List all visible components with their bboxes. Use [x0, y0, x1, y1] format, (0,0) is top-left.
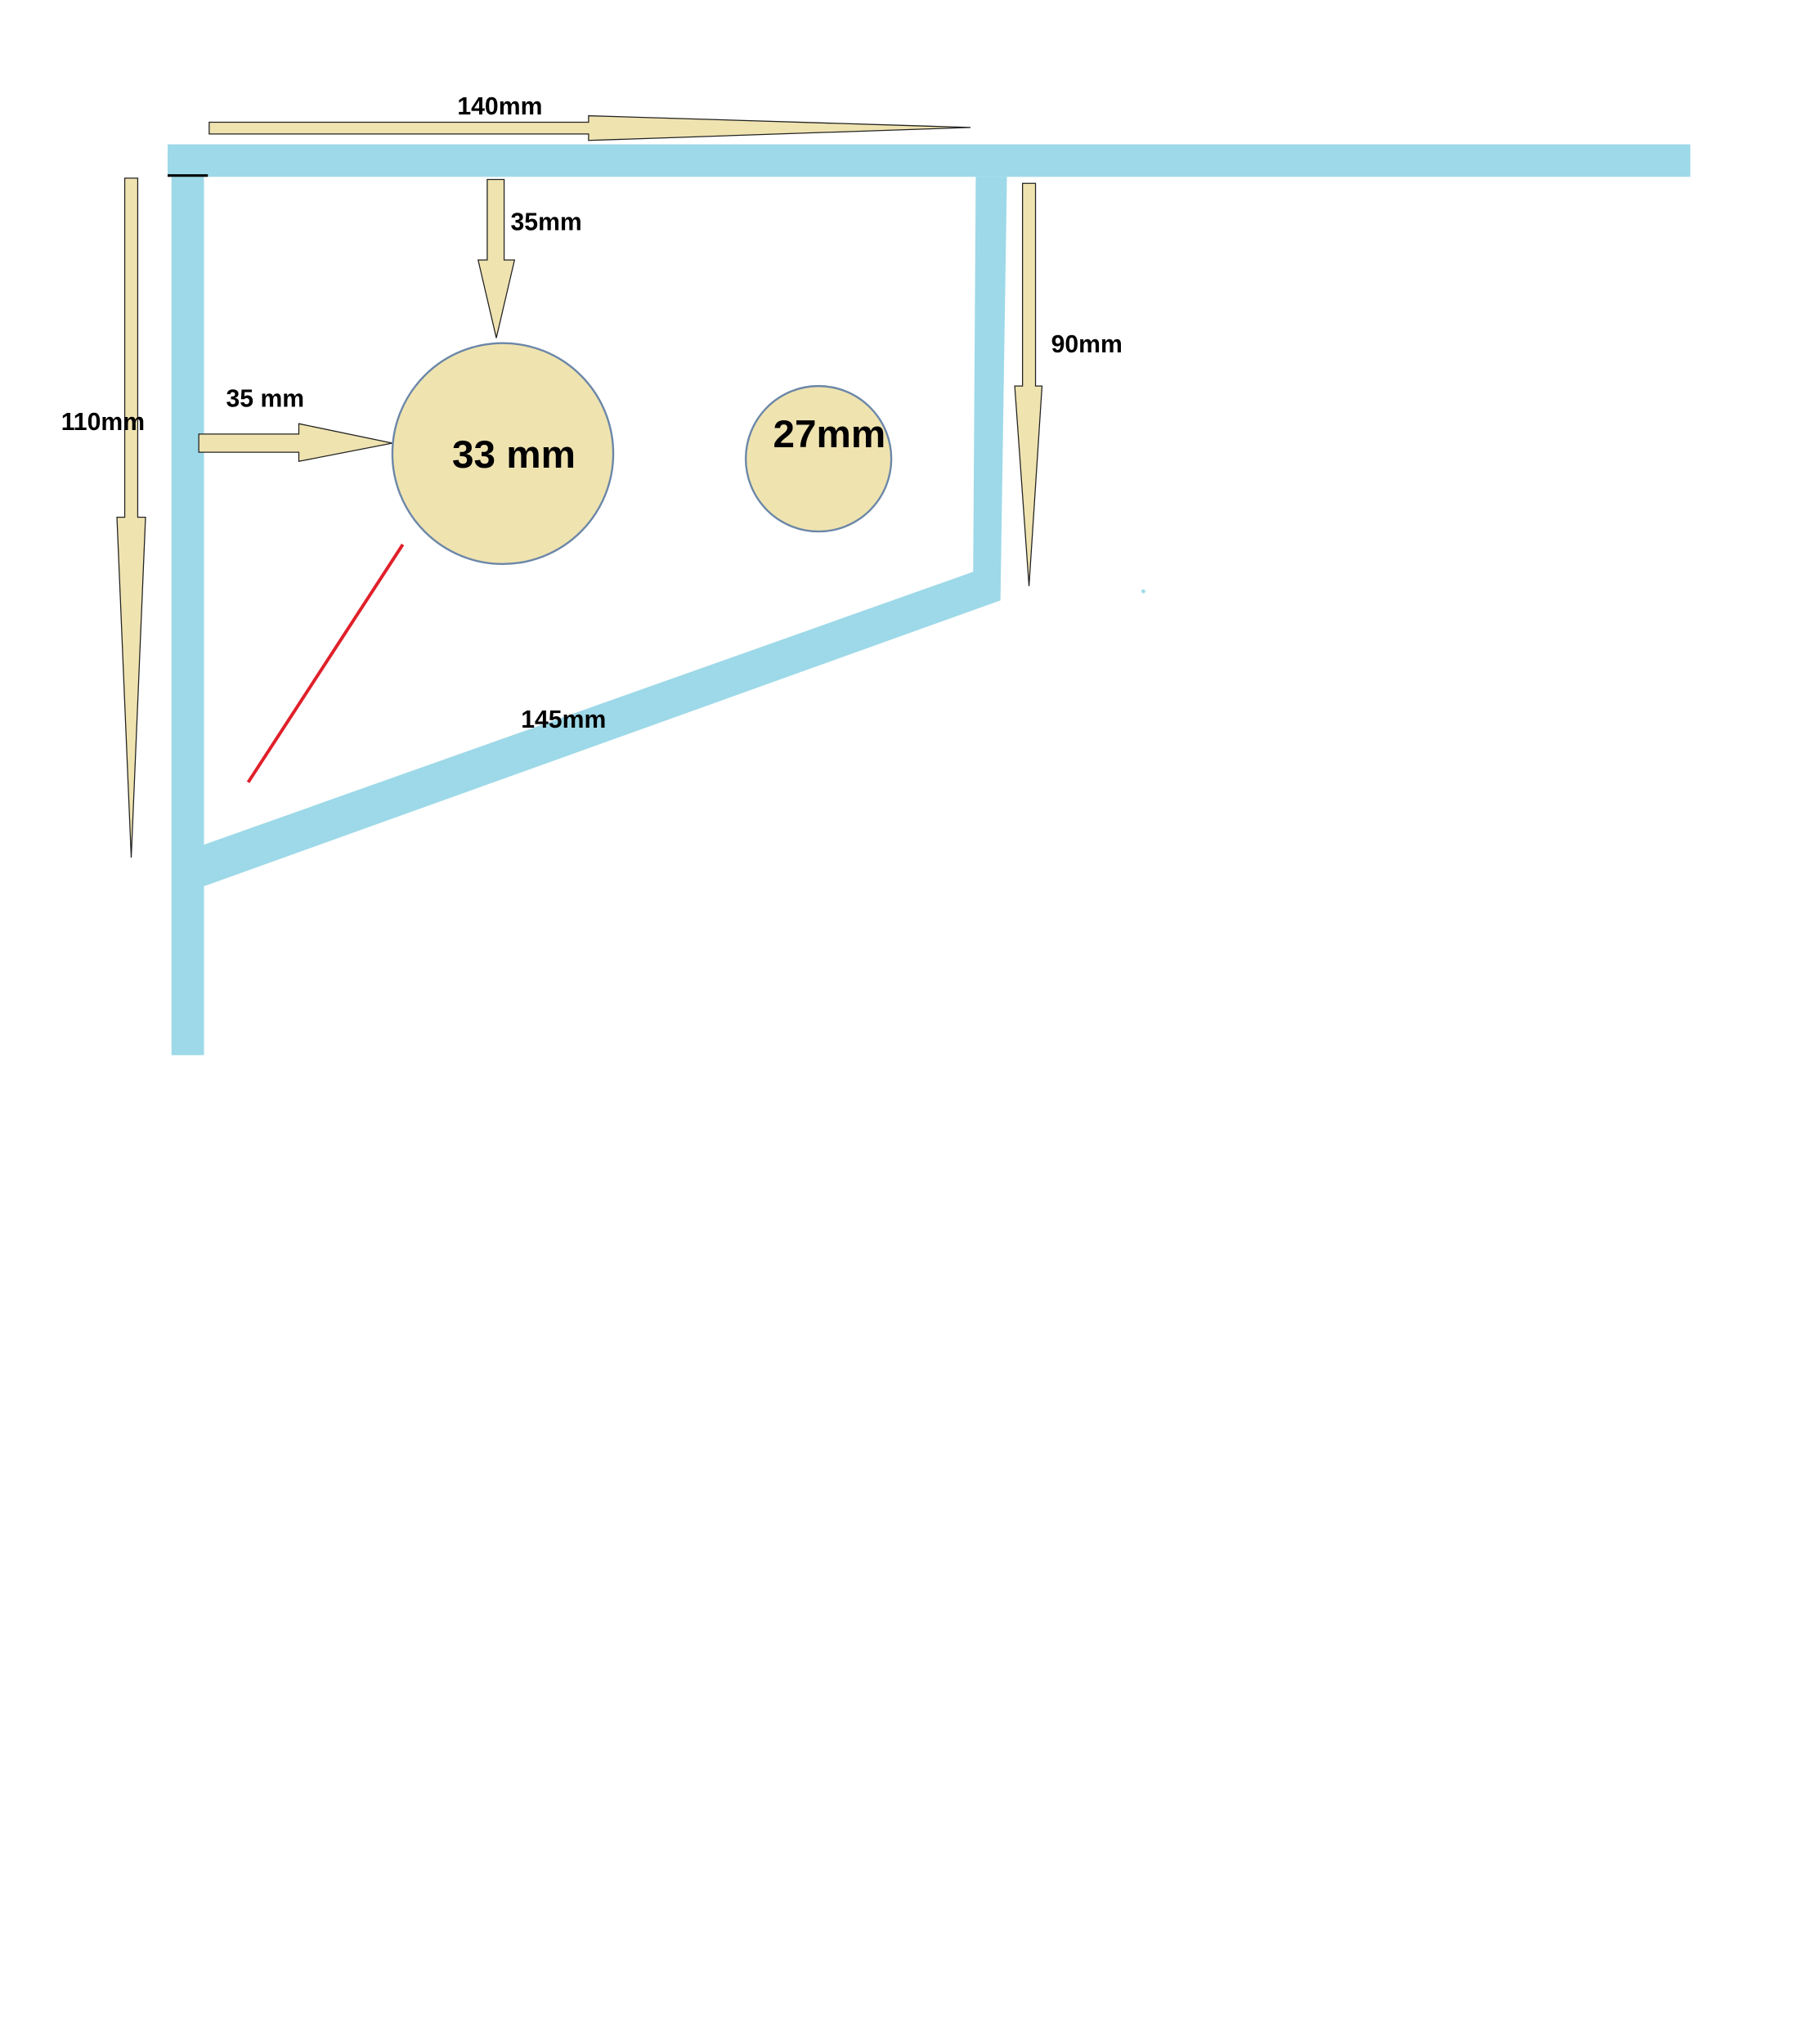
label-hole-small: 27mm [773, 413, 886, 456]
label-left-height: 110mm [61, 409, 145, 436]
label-top-width: 140mm [457, 93, 542, 120]
label-right-height: 90mm [1051, 331, 1123, 358]
arrow-90mm [1014, 182, 1043, 586]
arrow-35mm-horizontal [198, 423, 393, 463]
label-top-offset: 35mm [511, 208, 582, 235]
arrow-140mm [208, 114, 971, 141]
arrow-110mm [116, 177, 146, 858]
label-left-offset: 35 mm [226, 386, 305, 413]
hole-large [391, 342, 615, 566]
red-line [246, 543, 405, 783]
label-hole-large: 33 mm [452, 433, 576, 477]
right-and-diagonal-bar [204, 177, 1007, 886]
arrow-35mm-vertical [477, 178, 516, 338]
stray-dot [1141, 589, 1145, 594]
left-bar [171, 177, 204, 1056]
top-bar [167, 144, 1691, 177]
hole-small [744, 384, 893, 533]
label-diagonal: 145mm [521, 706, 606, 733]
